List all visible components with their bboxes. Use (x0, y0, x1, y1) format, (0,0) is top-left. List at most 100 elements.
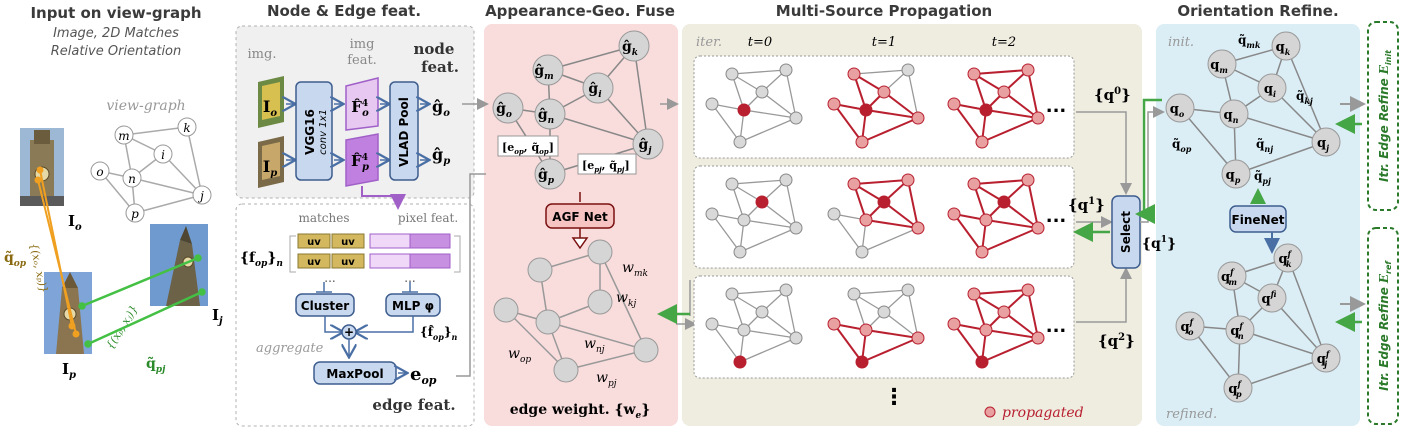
propagation-edge (739, 337, 797, 363)
propagation-graphs (705, 63, 1045, 369)
g-o-output: ĝo (432, 97, 450, 119)
match-lines-pj (78, 254, 206, 348)
pixel-feat-label: pixel feat. (398, 211, 458, 225)
propagation-node (997, 85, 1011, 99)
propagation-edge (853, 69, 909, 75)
propagation-edge (973, 179, 1029, 185)
svg-text:uv: uv (307, 257, 321, 268)
propagation-node (733, 355, 747, 369)
init-edge-kj: q̃kj (1296, 89, 1313, 106)
propagation-edge (907, 69, 919, 119)
svg-text:ĝn: ĝn (538, 106, 554, 126)
propagation-edge (761, 311, 797, 339)
itr-edge-refine-init-box (1367, 21, 1399, 211)
propagation-node (737, 213, 751, 227)
propagation-edge (883, 311, 919, 339)
image-p (44, 272, 92, 354)
viewgraph-nodes: m k i o n j p (90, 117, 212, 223)
q-pj-label: q̃pj (146, 355, 166, 375)
row2-ellipsis: ... (1046, 316, 1067, 337)
propagation-node (911, 331, 925, 345)
propagation-node (859, 323, 873, 337)
g-p-output: ĝp (432, 145, 450, 167)
svg-text:ĝj: ĝj (638, 136, 652, 156)
itr-edge-refine-ref-label: Itr. Edge RefineEref (1377, 260, 1393, 391)
propagation-edge (1003, 91, 1039, 119)
propagation-edge (1027, 289, 1039, 339)
propagation-node (911, 111, 925, 125)
svg-text:Ip: Ip (263, 157, 277, 179)
propagation-node (855, 245, 869, 259)
propagation-edge (985, 219, 1039, 229)
propagation-edge (865, 219, 919, 229)
w-op: wop (508, 346, 531, 365)
propagation-edge (981, 117, 1039, 143)
propagation-node (827, 317, 841, 331)
propagation-node (847, 287, 861, 301)
match-ellipsis: ... (324, 271, 335, 285)
propagation-node (901, 63, 915, 77)
svg-text:ĝi: ĝi (588, 80, 602, 100)
propagation-node (725, 287, 739, 301)
propagation-edge (711, 103, 741, 143)
svg-text:qfo: qfo (1181, 317, 1195, 337)
t2-label: t=2 (992, 35, 1016, 50)
propagation-node (705, 317, 719, 331)
edge-op-box (497, 135, 559, 157)
rows-vdots: ⋮ (883, 385, 905, 410)
propagation-edge (883, 91, 919, 119)
w-kj: wkj (616, 290, 636, 309)
f-set-label: {fop}n (240, 250, 283, 269)
propagation-edge (981, 337, 1039, 363)
svg-text:qfj: qfj (1317, 349, 1331, 369)
itr-edge-refine-init-label: Itr. Edge RefineEinit (1377, 49, 1393, 182)
svg-text:qfi: qfi (1262, 289, 1277, 307)
propagation-edge (861, 337, 919, 363)
iter-label: iter. (696, 35, 722, 50)
refined-label: refined. (1166, 407, 1217, 422)
propagation-edge (953, 323, 983, 363)
propagation-node (755, 305, 769, 319)
propagation-edge (731, 179, 787, 185)
q1-output: {q1} (1142, 235, 1176, 252)
propagated-legend-label: propagated (1002, 405, 1084, 421)
propagation-edge (743, 329, 797, 339)
image-j-label: Ij (212, 306, 223, 327)
propagation-edge (865, 109, 919, 119)
nodefeat-col-label-1: node (414, 40, 455, 58)
propagation-node (855, 135, 869, 149)
propagation-node (827, 97, 841, 111)
feature-to-pixel-arrow (361, 186, 406, 210)
propagation-edge (981, 227, 1039, 253)
w-nj: wnj (584, 336, 605, 355)
vlad-pool-box (389, 81, 419, 181)
propagation-edge (833, 323, 863, 363)
propagation-edge (853, 289, 909, 295)
propagation-node (755, 195, 769, 209)
svg-text:ĝm: ĝm (534, 62, 553, 82)
propagation-edge (739, 117, 797, 143)
propagation-node (789, 221, 803, 235)
propagation-node (947, 317, 961, 331)
propagation-node (1021, 63, 1035, 77)
match-row-1: uv uv (297, 233, 451, 249)
propagation-edge (853, 179, 909, 185)
edge-weight-label: edge weight. {we} (510, 402, 651, 421)
propagation-node (877, 305, 891, 319)
propagation-edge (953, 213, 983, 253)
propagation-edge (907, 179, 919, 229)
propagation-cell (947, 283, 1045, 369)
svg-text:uv: uv (307, 237, 321, 248)
propagation-node (725, 177, 739, 191)
propagation-node (789, 111, 803, 125)
propagation-node (911, 221, 925, 235)
svg-text:qfn: qfn (1230, 321, 1244, 341)
input-title: Input on view-graph (30, 4, 201, 22)
propagation-node (705, 207, 719, 221)
propagation-edge (785, 289, 797, 339)
propagation-cell (827, 283, 925, 369)
svg-text:o: o (96, 165, 103, 179)
svg-text:uv: uv (341, 237, 355, 248)
input-image-o-thumb: Io (258, 76, 284, 128)
edge-op-label: [eop, q̃op] (502, 141, 554, 156)
